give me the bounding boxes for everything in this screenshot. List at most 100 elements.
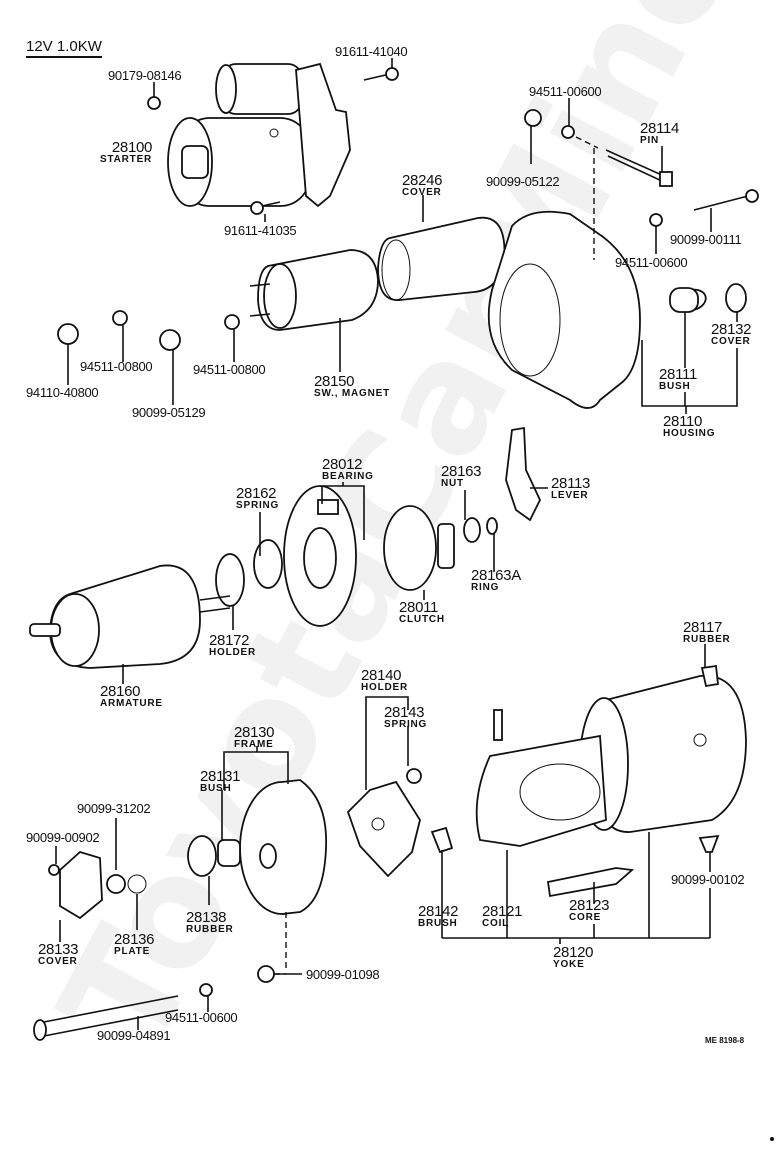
label-starter[interactable]: 28100 STARTER (100, 140, 152, 165)
part-name: NUT (441, 478, 464, 489)
part-name: CORE (569, 912, 602, 923)
sw-magnet-drawing (249, 249, 379, 372)
hardware-91611-41040[interactable]: 91611-41040 (335, 44, 408, 59)
part-name: FRAME (234, 739, 274, 750)
part-name: BUSH (200, 783, 232, 794)
part-name: BRUSH (418, 918, 458, 929)
label-cover-28133[interactable]: 28133 COVER (38, 942, 79, 967)
part-number: 28011 (399, 599, 439, 616)
hardware-90099-00111[interactable]: 90099-00111 (670, 232, 742, 247)
part-name: ARMATURE (100, 698, 163, 709)
part-number: 28138 (186, 909, 227, 926)
label-nut-28163[interactable]: 28163 NUT (441, 463, 482, 489)
part-number: 28172 (209, 632, 250, 649)
label-bush-28131[interactable]: 28131 BUSH (200, 768, 241, 794)
hardware-94511-00600-mid[interactable]: 94511-00600 (615, 255, 688, 270)
part-number: 28136 (114, 931, 155, 948)
label-spring-28162[interactable]: 28162 SPRING (236, 486, 279, 511)
part-number: 28120 (553, 944, 594, 961)
bolt-91611-41040-drawing (363, 58, 399, 81)
hardware-90179-08146[interactable]: 90179-08146 (108, 68, 182, 83)
hardware-90099-05122[interactable]: 90099-05122 (486, 174, 560, 189)
hardware-90099-01098[interactable]: 90099-01098 (306, 967, 380, 982)
label-sw-magnet[interactable]: 28150 SW., MAGNET (314, 374, 390, 399)
hardware-94110-40800[interactable]: 94110-40800 (26, 385, 99, 400)
part-number: 28110 (663, 413, 703, 430)
label-clutch[interactable]: 28011 CLUTCH (399, 600, 445, 625)
label-holder-28140[interactable]: 28140 HOLDER (361, 668, 408, 693)
housing-drawing (487, 210, 747, 414)
label-plate[interactable]: 28136 PLATE (114, 931, 155, 957)
part-name: LEVER (551, 490, 589, 501)
part-name: RING (471, 582, 500, 593)
part-name: HOUSING (663, 428, 716, 439)
part-number: 28012 (322, 456, 363, 473)
part-name: PIN (640, 135, 660, 146)
hardware-90099-05129[interactable]: 90099-05129 (132, 405, 206, 420)
drawing-code: ME 8198-8 (705, 1036, 745, 1045)
part-name: SPRING (384, 719, 428, 730)
label-core[interactable]: 28123 CORE (569, 898, 610, 923)
hardware-94511-00800-right[interactable]: 94511-00800 (193, 362, 266, 377)
label-holder-28172[interactable]: 28172 HOLDER (209, 633, 256, 658)
part-name: YOKE (553, 959, 585, 970)
hardware-91611-41035[interactable]: 91611-41035 (224, 223, 297, 238)
part-number: 28113 (551, 475, 591, 492)
frame-drawing (48, 746, 327, 983)
part-number: 28160 (100, 683, 141, 700)
part-name: COVER (38, 956, 78, 967)
label-ring[interactable]: 28163A RING (471, 568, 521, 593)
part-number: 28121 (482, 903, 523, 920)
label-spring-28143[interactable]: 28143 SPRING (384, 705, 427, 730)
part-name: RUBBER (186, 924, 234, 935)
through-bolt-drawing (33, 983, 213, 1041)
label-cover-28132[interactable]: 28132 COVER (711, 321, 752, 347)
starter-assembly-drawing (167, 62, 351, 208)
hardware-90099-04891[interactable]: 90099-04891 (97, 1028, 171, 1043)
part-number: 28131 (200, 768, 241, 785)
part-name: SPRING (236, 500, 280, 511)
part-number: 28162 (236, 485, 277, 502)
label-frame[interactable]: 28130 FRAME (234, 724, 275, 750)
part-number: 28150 (314, 373, 355, 390)
part-name: RUBBER (683, 634, 731, 645)
label-housing[interactable]: 28110 HOUSING (663, 414, 715, 439)
part-name: BEARING (322, 471, 374, 482)
label-armature[interactable]: 28160 ARMATURE (100, 684, 163, 709)
part-number: 28130 (234, 724, 275, 741)
label-brush[interactable]: 28142 BRUSH (418, 903, 459, 929)
label-bearing[interactable]: 28012 BEARING (322, 457, 374, 482)
diagram-title: 12V 1.0KW (26, 38, 102, 58)
part-number: 28246 (402, 172, 443, 189)
label-cover-28246[interactable]: 28246 COVER (402, 172, 443, 198)
label-lever[interactable]: 28113 LEVER (551, 476, 590, 501)
label-rubber-28138[interactable]: 28138 RUBBER (186, 910, 234, 935)
label-rubber-28117[interactable]: 28117 RUBBER (683, 620, 731, 645)
hardware-90099-31202[interactable]: 90099-31202 (77, 801, 151, 816)
hardware-94511-00800-left[interactable]: 94511-00800 (80, 359, 153, 374)
part-number: 28114 (640, 120, 680, 137)
clutch-row-drawing (215, 426, 548, 630)
label-bush-28111[interactable]: 28111 BUSH (659, 367, 697, 392)
hardware-94511-00600-top[interactable]: 94511-00600 (529, 84, 602, 99)
nut-90179-08146-drawing (147, 96, 161, 110)
hardware-90099-00902[interactable]: 90099-00902 (26, 830, 100, 845)
pin-28114-drawing (524, 98, 759, 260)
corner-dot (770, 1137, 774, 1141)
hardware-94511-00600-bottom[interactable]: 94511-00600 (165, 1010, 238, 1025)
part-number: 28132 (711, 321, 752, 338)
label-yoke[interactable]: 28120 YOKE (553, 944, 594, 970)
part-number: 28142 (418, 903, 459, 920)
part-name: BUSH (659, 381, 691, 392)
label-pin[interactable]: 28114 PIN (640, 121, 679, 146)
part-name: COVER (711, 336, 751, 347)
part-number: 28163 (441, 463, 482, 480)
washers-left-drawing (57, 310, 240, 405)
part-number: 28100 (111, 139, 153, 156)
part-name: COVER (402, 187, 442, 198)
hardware-90099-00102[interactable]: 90099-00102 (671, 872, 745, 887)
label-coil[interactable]: 28121 COIL (482, 903, 523, 929)
part-number: 28111 (659, 366, 697, 383)
part-name: STARTER (100, 154, 153, 165)
